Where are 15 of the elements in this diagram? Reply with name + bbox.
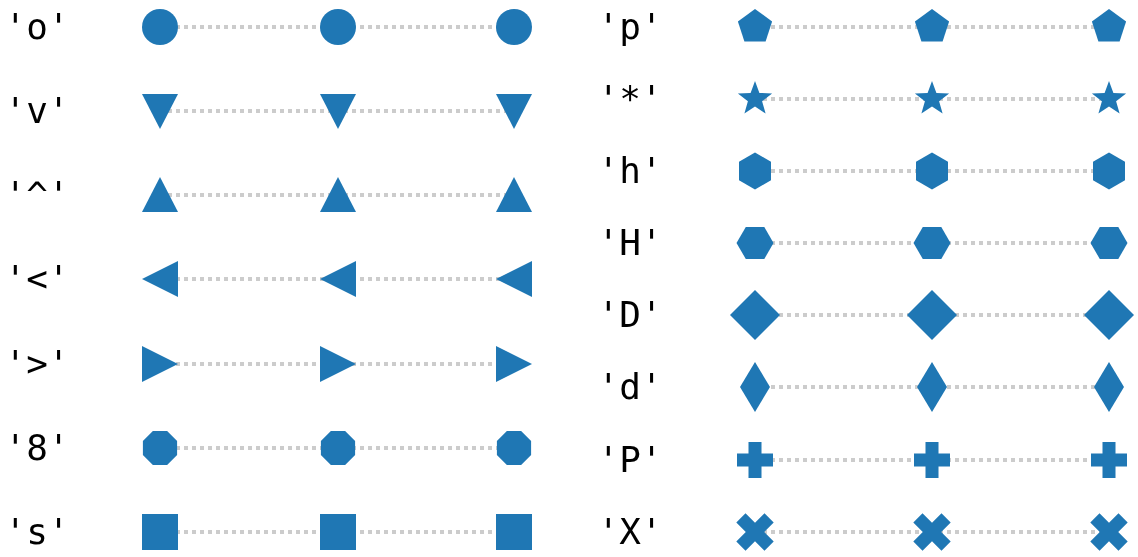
marker-code: 'd': [597, 367, 663, 407]
marker-code: 'o': [4, 7, 70, 47]
marker-code: 's': [4, 512, 70, 552]
marker-code: 'D': [597, 295, 663, 335]
marker-code: 'h': [597, 151, 663, 191]
marker-code: '8': [4, 428, 70, 468]
marker-code: 'P': [597, 440, 663, 480]
marker-code: '<': [4, 259, 70, 299]
marker-code: 'X': [597, 512, 663, 552]
marker-code: '^': [4, 175, 70, 215]
marker-code: '>': [4, 344, 70, 384]
marker-code: 'H': [597, 223, 663, 263]
marker-code: 'v': [4, 91, 70, 131]
marker-code: 'p': [597, 7, 663, 47]
marker-code: '*': [597, 79, 663, 119]
